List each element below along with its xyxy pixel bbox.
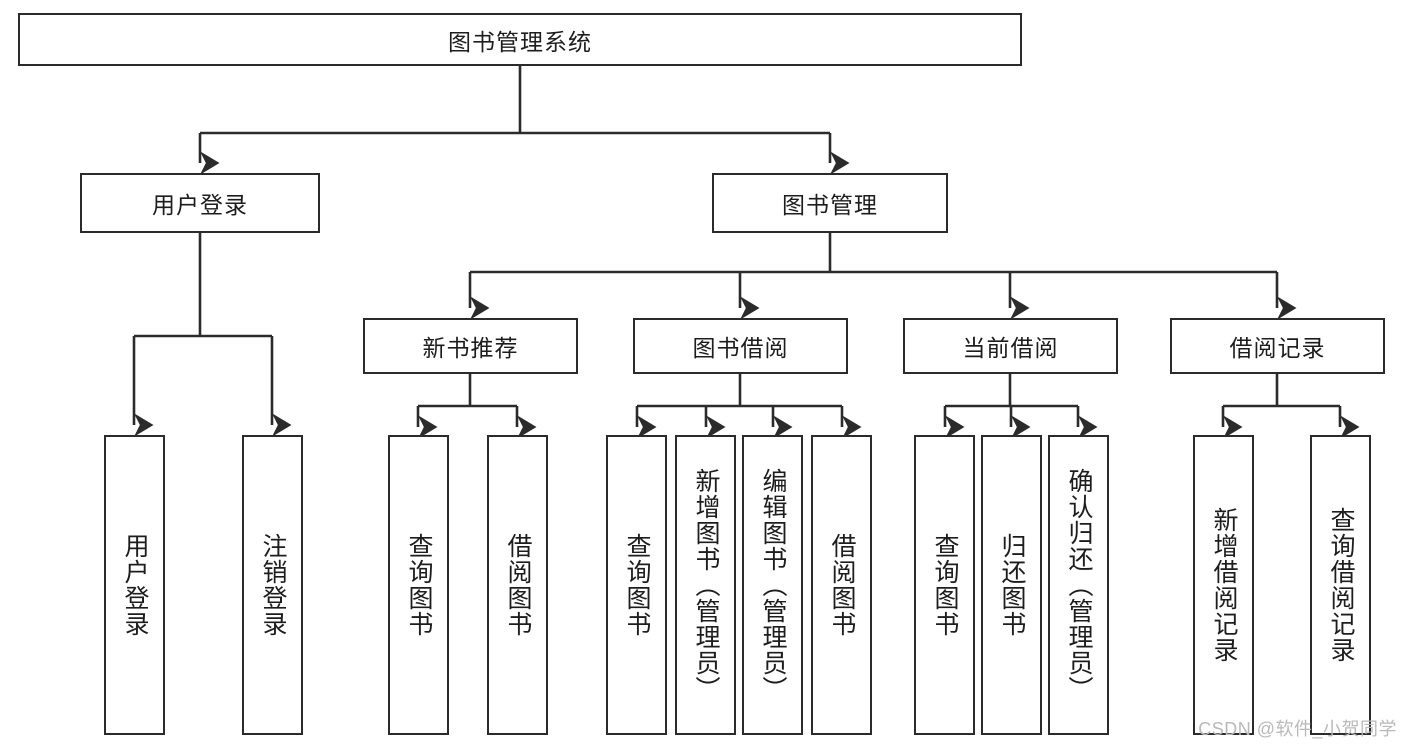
node-leaf-add-book[interactable]: 新增图书（管理员） <box>675 435 736 735</box>
node-leaf-edit-book[interactable]: 编辑图书（管理员） <box>742 435 803 735</box>
node-book-borrow-label: 图书借阅 <box>692 335 789 361</box>
node-root[interactable]: 图书管理系统 <box>18 13 1022 66</box>
node-leaf-borrow-book-2-label: 借阅图书 <box>828 533 856 637</box>
node-leaf-query-book-2[interactable]: 查询图书 <box>606 435 667 735</box>
watermark: CSDN @软件_小贺同学 <box>1198 719 1397 739</box>
node-leaf-query-book-3[interactable]: 查询图书 <box>914 435 975 735</box>
node-leaf-query-book-1-label: 查询图书 <box>405 533 433 637</box>
node-user-login-label: 用户登录 <box>152 192 248 218</box>
node-leaf-query-record-label: 查询借阅记录 <box>1327 507 1355 663</box>
node-leaf-borrow-book-1[interactable]: 借阅图书 <box>487 435 548 735</box>
node-leaf-confirm-return-label: 确认归还（管理员） <box>1065 468 1093 702</box>
node-leaf-edit-book-label: 编辑图书（管理员） <box>759 468 787 702</box>
node-leaf-return-book-label: 归还图书 <box>998 533 1026 637</box>
node-leaf-add-record[interactable]: 新增借阅记录 <box>1193 435 1254 735</box>
node-leaf-user-login[interactable]: 用户登录 <box>104 435 165 735</box>
node-new-book-rec-label: 新书推荐 <box>422 335 519 361</box>
node-leaf-logout-login[interactable]: 注销登录 <box>242 435 303 735</box>
node-leaf-borrow-book-2[interactable]: 借阅图书 <box>811 435 872 735</box>
node-borrow-record[interactable]: 借阅记录 <box>1170 318 1385 374</box>
node-leaf-query-book-1[interactable]: 查询图书 <box>388 435 449 735</box>
node-leaf-query-book-2-label: 查询图书 <box>623 533 651 637</box>
node-book-manage[interactable]: 图书管理 <box>712 173 948 233</box>
node-new-book-rec[interactable]: 新书推荐 <box>363 318 578 374</box>
node-leaf-query-record[interactable]: 查询借阅记录 <box>1310 435 1371 735</box>
node-leaf-confirm-return[interactable]: 确认归还（管理员） <box>1048 435 1109 735</box>
node-book-manage-label: 图书管理 <box>782 192 878 218</box>
node-current-borrow[interactable]: 当前借阅 <box>903 318 1118 374</box>
node-leaf-add-record-label: 新增借阅记录 <box>1210 507 1238 663</box>
node-leaf-return-book[interactable]: 归还图书 <box>981 435 1042 735</box>
node-current-borrow-label: 当前借阅 <box>962 335 1059 361</box>
node-leaf-query-book-3-label: 查询图书 <box>931 533 959 637</box>
node-leaf-logout-login-label: 注销登录 <box>259 533 287 637</box>
node-borrow-record-label: 借阅记录 <box>1229 335 1326 361</box>
node-leaf-user-login-label: 用户登录 <box>121 533 149 637</box>
node-leaf-add-book-label: 新增图书（管理员） <box>692 468 720 702</box>
node-user-login[interactable]: 用户登录 <box>80 173 320 233</box>
node-book-borrow[interactable]: 图书借阅 <box>633 318 848 374</box>
node-root-label: 图书管理系统 <box>448 28 592 55</box>
node-leaf-borrow-book-1-label: 借阅图书 <box>504 533 532 637</box>
